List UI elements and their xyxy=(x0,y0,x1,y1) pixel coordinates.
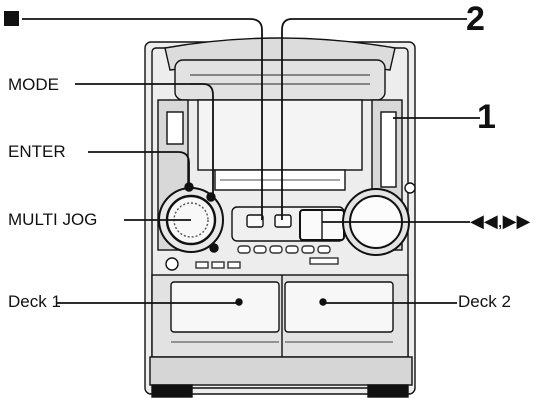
stop-button xyxy=(246,214,264,228)
callout-number-one: 1 xyxy=(477,98,496,136)
stop-leader xyxy=(22,18,263,220)
callout-deck2: Deck 2 xyxy=(458,292,511,311)
left-small-window xyxy=(166,111,184,145)
right-foot xyxy=(367,384,409,398)
callout-deck1: Deck 1 xyxy=(8,292,61,311)
callout-enter: ENTER xyxy=(8,142,66,161)
rewind-fastforward-icon: ◀◀,▶▶ xyxy=(470,211,531,231)
enter-leader xyxy=(88,151,190,187)
small-buttons xyxy=(195,245,339,269)
jog-base-dot xyxy=(209,243,219,253)
deck-2-door xyxy=(284,281,394,333)
deck-1-door xyxy=(170,281,280,333)
two-leader xyxy=(281,18,467,220)
mode-leader xyxy=(75,83,214,197)
cabinet-base xyxy=(149,356,413,386)
display-window xyxy=(197,99,363,171)
callout-number-two: 2 xyxy=(466,0,485,38)
right-small-button xyxy=(404,182,416,194)
play-button xyxy=(274,214,292,228)
right-door-slot xyxy=(380,111,397,188)
cd-lid xyxy=(174,59,386,101)
callout-mode: MODE xyxy=(8,75,59,94)
headphone-jack xyxy=(165,257,179,271)
left-foot xyxy=(151,384,193,398)
stop-square-icon xyxy=(4,11,19,26)
callout-multi-jog: MULTI JOG xyxy=(8,210,98,229)
